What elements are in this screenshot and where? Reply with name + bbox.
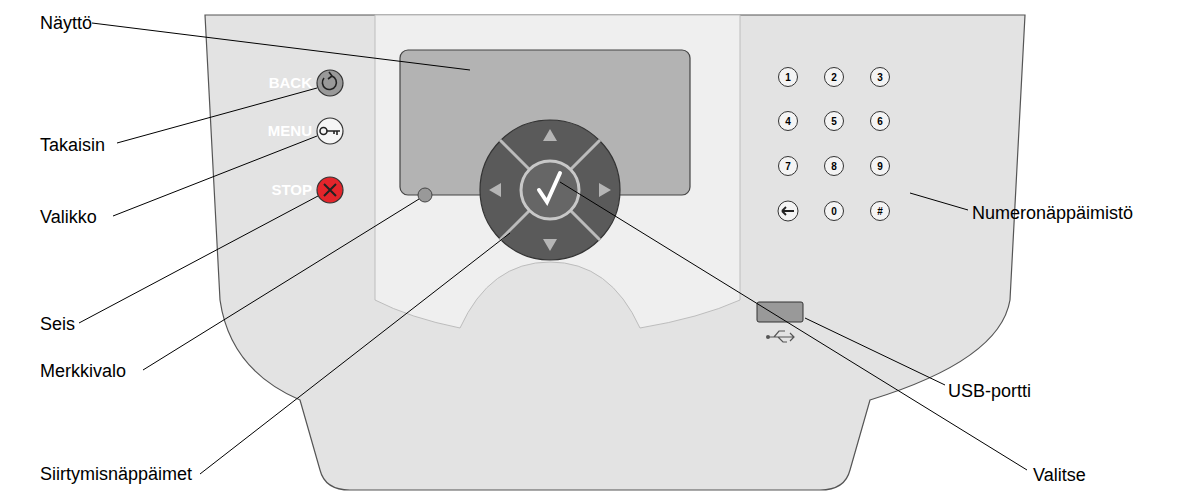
leader-line [805,318,945,385]
backspace-key [778,201,798,221]
callout-label: Takaisin [40,135,105,155]
usb-symbol-dot [766,335,770,339]
keypad-key: 8 [824,156,844,176]
panel-body [205,15,1025,490]
leader-line [92,23,470,70]
callout-label: Seis [40,314,75,334]
pad-dividers [500,140,600,240]
indicator-light [418,188,432,202]
leader-line [910,193,968,210]
button-label: MENU [200,122,312,140]
callout-label: Näyttö [40,13,92,33]
leader-line [113,136,317,216]
keypad-key: 1 [778,67,798,87]
leader-line [79,196,318,323]
leader-line [117,88,317,143]
leader-line [143,199,419,370]
key-digit: 9 [877,161,883,172]
backspace-symbol [782,207,794,215]
leader-line [200,233,510,474]
menu-button [317,118,343,144]
leader-line [560,182,1027,470]
callout-label: USB-portti [948,381,1031,401]
callout-label: Valikko [40,207,97,227]
stop-symbol [324,184,336,196]
button-label: BACK [200,74,312,92]
key-digit: 3 [877,72,883,83]
navigation-pad [480,120,620,260]
keypad-key: 7 [778,156,798,176]
key-digit: 0 [831,206,837,217]
callout-label: Numeronäppäimistö [972,203,1133,223]
usb-port [757,302,803,322]
key-digit: 1 [785,72,791,83]
key-digit: # [877,206,883,217]
leader-lines [79,23,1027,474]
key-symbol [320,128,340,135]
key-digit: 8 [831,161,837,172]
keypad-key: 3 [870,67,890,87]
key-digit: 5 [831,116,837,127]
keypad-key: 9 [870,156,890,176]
arrow-symbols [489,129,611,251]
keypad-key: 2 [824,67,844,87]
check-symbol [539,173,560,202]
select-button [521,161,579,219]
key-digit: 6 [877,116,883,127]
usb-symbol [768,331,794,342]
key-digit: 2 [831,72,837,83]
key-digit: 7 [785,161,791,172]
back-button [317,70,343,96]
keypad-key: 4 [778,111,798,131]
callout-label: Siirtymisnäppäimet [40,464,192,484]
key-digit: 4 [785,116,791,127]
callout-label: Valitse [1033,465,1086,485]
display-surround [375,15,740,328]
callout-label: Merkkivalo [40,361,126,381]
keypad-key: 5 [824,111,844,131]
keypad-key: # [870,201,890,221]
button-label: STOP [200,181,312,199]
keypad-key: 0 [824,201,844,221]
back-symbol [322,72,336,89]
keypad-key: 6 [870,111,890,131]
stop-button [317,177,343,203]
